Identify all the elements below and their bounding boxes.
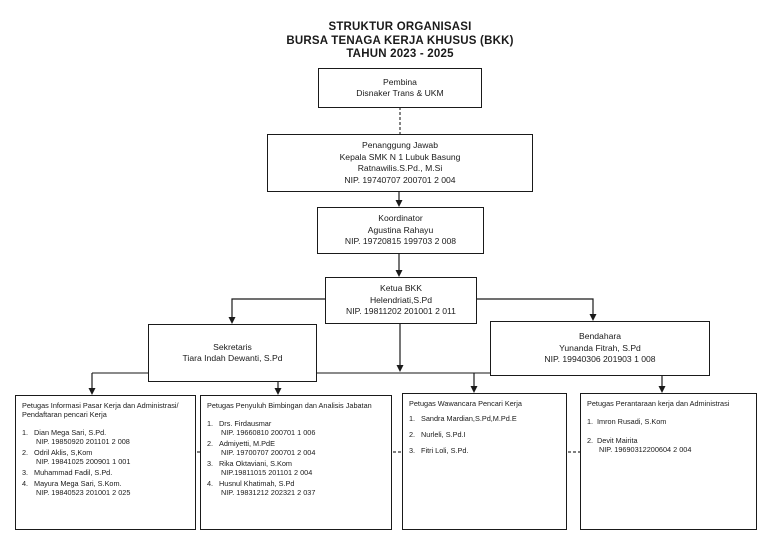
member: 1. Sandra Mardian,S.Pd,M.Pd.E (409, 414, 517, 423)
member-name: Muhammad Fadil, S.Pd. (34, 468, 113, 477)
pembina-role: Pembina (383, 76, 417, 87)
node-bendahara: Bendahara Yunanda Fitrah, S.Pd NIP. 1994… (490, 321, 710, 376)
pj-nip: NIP. 19740707 200701 2 004 (344, 174, 456, 185)
member: 1. Imron Rusadi, S.Kom (587, 417, 667, 426)
unit-penyuluh-bimbingan: Petugas Penyuluh Bimbingan dan Analisis … (200, 395, 392, 530)
title-line-3: TAHUN 2023 - 2025 (346, 48, 454, 60)
member-name: Sandra Mardian,S.Pd,M.Pd.E (421, 414, 517, 423)
pj-org: Kepala SMK N 1 Lubuk Basung (339, 151, 461, 162)
bendahara-nip: NIP. 19940306 201903 1 008 (544, 354, 656, 365)
sekretaris-role: Sekretaris (213, 341, 252, 352)
page-title: STRUKTUR ORGANISASI BURSA TENAGA KERJA K… (30, 21, 768, 62)
title-line-1: STRUKTUR ORGANISASI (328, 21, 472, 33)
node-penanggung-jawab: Penanggung Jawab Kepala SMK N 1 Lubuk Ba… (267, 134, 533, 192)
member: 3. Fitri Loli, S.Pd. (409, 446, 469, 455)
koordinator-nip: NIP. 19720815 199703 2 008 (344, 236, 457, 247)
koordinator-role: Koordinator (378, 213, 423, 224)
node-ketua-bkk: Ketua BKK Helendriati,S.Pd NIP. 19811202… (325, 277, 477, 324)
member-nip: NIP. 19841025 200901 1 001 (36, 457, 131, 466)
member-name: Dian Mega Sari, S.Pd. (34, 428, 107, 437)
member-nip: NIP. 19840523 201001 2 025 (36, 488, 131, 497)
member-nip: NIP. 19850920 201101 2 008 (36, 437, 130, 446)
member-name: Admiyetti, M.PdE (219, 439, 275, 448)
title-line-2: BURSA TENAGA KERJA KHUSUS (BKK) (286, 34, 514, 47)
pj-name: Ratnawilis.S.Pd., M.Si (357, 163, 443, 173)
member-name: Rika Oktaviani, S.Kom (219, 459, 292, 468)
member-name: Drs. Firdausmar (219, 419, 272, 428)
member-name: Odril Aklis, S,Kom (34, 448, 93, 457)
member-nip: NIP.19811015 201101 2 004 (221, 468, 313, 477)
member: 3. Muhammad Fadil, S.Pd. (22, 468, 113, 477)
unit-title: Petugas Informasi Pasar Kerja dan Admini… (22, 401, 179, 419)
koordinator-name: Agustina Rahayu (367, 224, 434, 235)
unit-title: Petugas Wawancara Pencari Kerja (409, 399, 522, 408)
pj-role: Penanggung Jawab (362, 140, 438, 150)
ketua-nip: NIP. 19811202 201001 2 011 (346, 306, 456, 317)
member-name: Mayura Mega Sari, S.Kom. (34, 479, 122, 488)
member: 2. Nurleli, S.Pd.I (409, 430, 466, 439)
unit-title: Petugas Perantaraan kerja dan Administra… (587, 399, 730, 408)
unit-wawancara-pencari-kerja: Petugas Wawancara Pencari Kerja 1. Sandr… (402, 393, 567, 530)
member-nip: NIP. 19700707 200701 2 004 (221, 448, 316, 457)
member-name: Husnul Khatimah, S.Pd (219, 479, 295, 488)
pembina-org: Disnaker Trans & UKM (356, 88, 444, 98)
member: 1. Dian Mega Sari, S.Pd.NIP. 19850920 20… (22, 428, 189, 446)
node-sekretaris: Sekretaris Tiara Indah Dewanti, S.Pd (148, 324, 317, 382)
unit-perantaraan-kerja: Petugas Perantaraan kerja dan Administra… (580, 393, 757, 530)
node-pembina: Pembina Disnaker Trans & UKM (318, 68, 482, 108)
member-name: Nurleli, S.Pd.I (421, 430, 466, 439)
member-name: Imron Rusadi, S.Kom (597, 417, 667, 426)
node-koordinator: Koordinator Agustina Rahayu NIP. 1972081… (317, 207, 484, 254)
member-nip: NIP. 19831212 202321 2 037 (221, 488, 316, 497)
member-name: Devit Mairita (597, 436, 638, 445)
ketua-name: Helendriati,S.Pd (369, 294, 433, 305)
unit-title: Petugas Penyuluh Bimbingan dan Analisis … (207, 401, 372, 410)
member-nip: NIP. 19660810 200701 1 006 (221, 428, 316, 437)
member-nip: NIP. 19690312200604 2 004 (599, 445, 692, 454)
ketua-role: Ketua BKK (379, 283, 423, 294)
member: 4. Mayura Mega Sari, S.Kom.NIP. 19840523… (22, 479, 189, 497)
member-name: Fitri Loli, S.Pd. (421, 446, 469, 455)
unit-informasi-pasar-kerja: Petugas Informasi Pasar Kerja dan Admini… (15, 395, 196, 530)
bendahara-name: Yunanda Fitrah, S.Pd (559, 342, 641, 353)
bendahara-role: Bendahara (578, 331, 622, 342)
sekretaris-name: Tiara Indah Dewanti, S.Pd (182, 353, 283, 363)
